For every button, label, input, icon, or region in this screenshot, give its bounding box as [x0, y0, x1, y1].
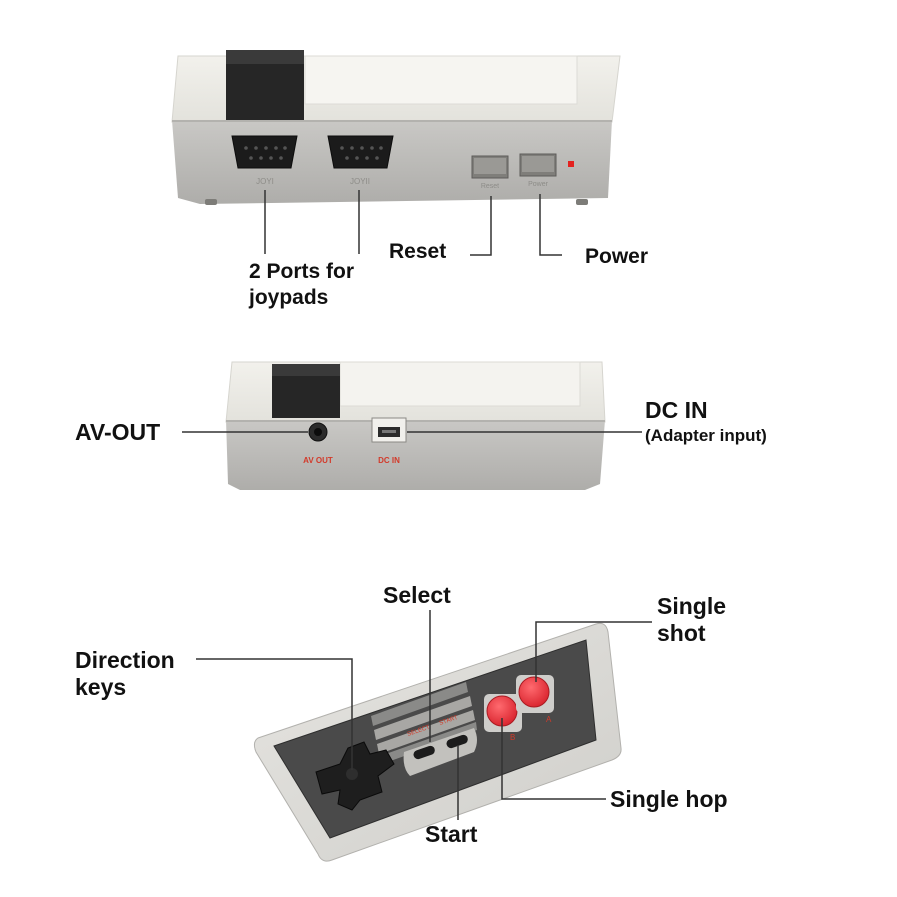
dc-in-port-label: DC IN: [378, 456, 400, 465]
joypad-port-1-label: JOYI: [256, 177, 274, 186]
button-a[interactable]: [518, 676, 550, 708]
callout-dc-in: DC IN: [645, 397, 708, 423]
av-out-port-label: AV OUT: [303, 456, 333, 465]
callout-direction-keys-line2: keys: [75, 674, 127, 700]
callout-single-hop: Single hop: [610, 786, 728, 812]
controller-callout-lines: [196, 610, 652, 820]
controller: SELECT START B A: [196, 610, 652, 862]
console-side-top-inset: [339, 361, 581, 407]
console-back-top-inset: [304, 55, 578, 105]
callout-direction-keys-line1: Direction: [75, 647, 175, 673]
reset-switch-label: Reset: [481, 183, 499, 190]
console-back-foot-left: [205, 199, 217, 205]
callout-joypad-ports-line2: joypads: [249, 286, 329, 309]
console-back-callout-lines: [264, 190, 562, 256]
callout-joypad-ports-line1: 2 Ports for: [249, 260, 355, 283]
console-side-view: AV OUT DC IN: [182, 361, 642, 490]
joypad-port-1: [231, 135, 298, 169]
joypad-port-2: [327, 135, 394, 169]
callout-dc-in-sub: (Adapter input): [645, 426, 767, 445]
power-led: [568, 161, 574, 167]
console-side-flap: [272, 364, 340, 418]
callout-av-out: AV-OUT: [75, 419, 161, 445]
controller-stripes: [371, 682, 477, 764]
callout-single-shot-line2: shot: [657, 620, 706, 646]
button-b-label: B: [510, 733, 515, 742]
callout-single-shot-line1: Single: [657, 593, 727, 619]
callout-power: Power: [585, 245, 649, 268]
console-back-view: JOYI JOYII Reset Power: [171, 50, 621, 256]
cartridge-flap-highlight: [226, 50, 304, 64]
direction-pad[interactable]: [315, 741, 395, 811]
cartridge-flap: [226, 50, 304, 120]
start-button[interactable]: [445, 734, 469, 750]
callout-reset: Reset: [389, 240, 447, 263]
joypad-port-2-label: JOYII: [350, 177, 370, 186]
console-side-front-face: [226, 420, 605, 490]
power-switch-label: Power: [528, 181, 549, 188]
button-a-label: A: [546, 715, 552, 724]
console-back-foot-right: [576, 199, 588, 205]
select-button[interactable]: [412, 745, 436, 761]
callout-start: Start: [425, 821, 478, 847]
callout-select: Select: [383, 582, 451, 608]
